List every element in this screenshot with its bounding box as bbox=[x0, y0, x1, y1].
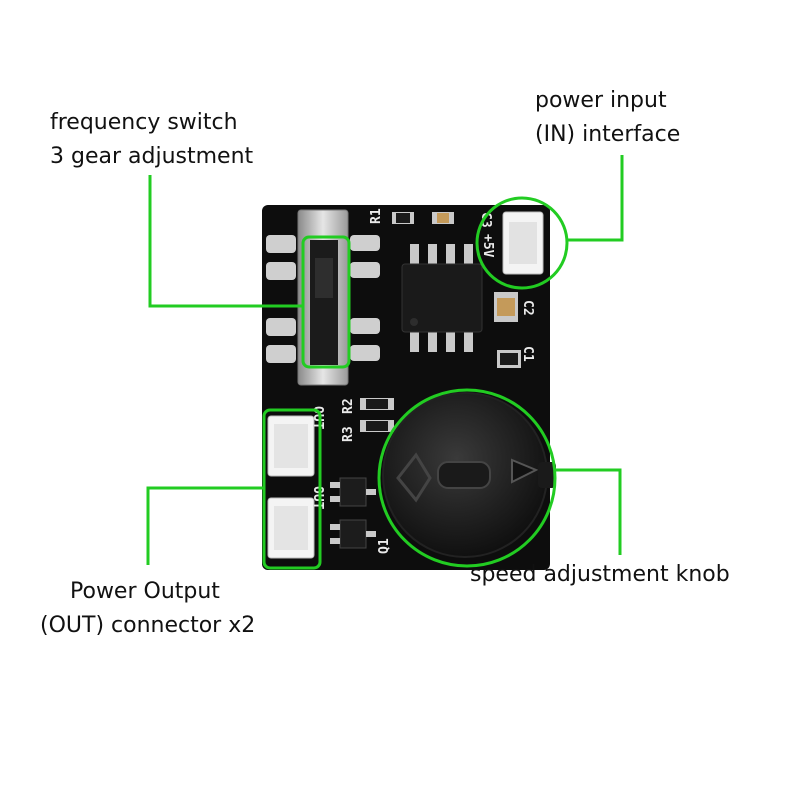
callout-power-output: Power Output (OUT) connector x2 bbox=[40, 575, 255, 643]
transistors bbox=[330, 477, 376, 549]
output-connectors bbox=[267, 415, 315, 559]
callout-power-output-line2: (OUT) connector x2 bbox=[40, 613, 256, 638]
silk-q1: Q1 bbox=[377, 538, 392, 554]
input-connector bbox=[502, 211, 544, 275]
ic-chip bbox=[401, 244, 483, 352]
callout-power-input-line1: power input bbox=[535, 88, 667, 113]
callout-frequency-switch-line2: 3 gear adjustment bbox=[50, 144, 254, 169]
silk-r2: R2 bbox=[341, 398, 356, 414]
callout-power-input: power input (IN) interface bbox=[535, 84, 680, 152]
callout-frequency-switch: frequency switch 3 gear adjustment bbox=[50, 106, 253, 174]
slide-switch bbox=[297, 209, 349, 386]
silk-c1: C1 bbox=[520, 346, 535, 362]
smd-components bbox=[360, 212, 521, 432]
silk-r1: R1 bbox=[369, 208, 384, 224]
silk-out2: OUT bbox=[310, 486, 325, 510]
silk-c2: C2 bbox=[520, 300, 535, 316]
silk-r3: R3 bbox=[341, 426, 356, 442]
callout-power-output-line1: Power Output bbox=[70, 579, 220, 604]
switch-pads bbox=[266, 235, 380, 363]
callout-power-input-line2: (IN) interface bbox=[535, 122, 681, 147]
callout-speed-knob: speed adjustment knob bbox=[470, 558, 730, 592]
silk-plus5v: +5V bbox=[480, 234, 495, 258]
callout-frequency-switch-line1: frequency switch bbox=[50, 110, 238, 135]
speed-knob bbox=[382, 392, 556, 558]
callout-speed-knob-line1: speed adjustment knob bbox=[470, 562, 730, 587]
highlight-marks bbox=[146, 155, 624, 570]
